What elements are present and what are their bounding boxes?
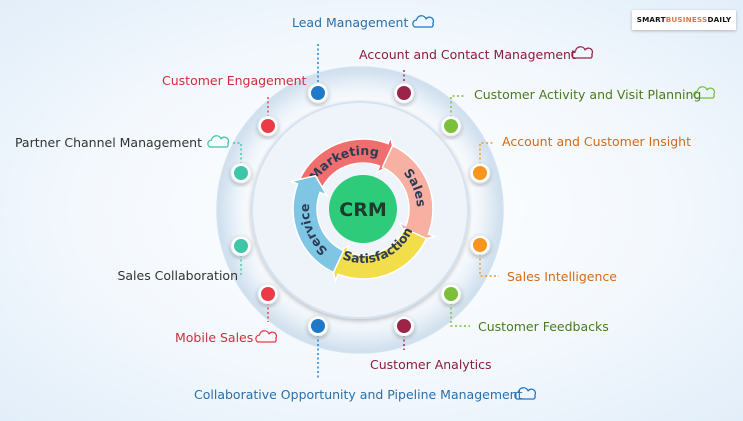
crm-center-circle [329,175,397,243]
feature-label: Customer Analytics [370,357,492,372]
node-dot [397,319,411,333]
feature-label: Partner Channel Management [14,135,202,150]
feature-label: Sales Intelligence [507,269,617,284]
node-dot [311,319,325,333]
connector-line [450,303,470,327]
cloud-icon [207,135,230,148]
cloud-icon [514,387,537,400]
node-dot [397,86,411,100]
node-dot [473,238,487,252]
cycle-arrow [298,134,398,191]
cloud-icon [255,330,278,343]
connector-lines [232,44,499,380]
node-dot [261,119,275,133]
node-dot [473,166,487,180]
feature-label: Lead Management [292,15,409,30]
brand-part-1: SMART [636,15,666,24]
feature-label: Account and Contact Management [359,47,576,62]
cycle-arrow [381,144,438,244]
feature-label: Customer Engagement [162,73,307,88]
cycle-arrow [328,227,428,284]
brand-part-2: BUSINESS [665,15,708,24]
cloud-icon [693,86,716,99]
feature-label: Mobile Sales [175,330,254,345]
cloud-icon [412,15,435,28]
node-dot [444,287,458,301]
feature-label: Sales Collaboration [117,268,238,283]
brand-part-3: DAILY [707,15,732,24]
node-dot [311,86,325,100]
cloud-icon [571,46,594,59]
feature-label: Customer Activity and Visit Planning [474,87,702,102]
crm-center-label: CRM [339,199,386,221]
cloud-icons [207,15,716,400]
feature-label: Account and Customer Insight [502,134,691,149]
brand-logo: SMARTBUSINESSDAILY [632,10,736,30]
node-dot [234,166,248,180]
feature-label: Customer Feedbacks [478,319,609,334]
connector-line [232,142,242,164]
feature-label: Collaborative Opportunity and Pipeline M… [194,387,523,402]
node-dot [261,287,275,301]
node-dots [230,82,491,337]
node-dot [444,119,458,133]
node-dot [234,239,248,253]
cycle-arrow [288,174,345,274]
